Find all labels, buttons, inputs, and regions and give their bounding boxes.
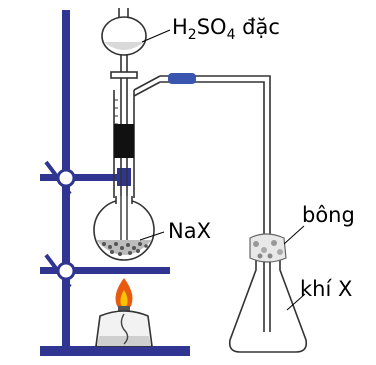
conical-flask: [228, 250, 308, 353]
funnel-stopcock: [110, 71, 138, 79]
round-bottom-flask: [93, 196, 155, 261]
gas-label: khí X: [300, 277, 352, 301]
side-arm: [133, 75, 161, 91]
rubber-stopper: [114, 124, 134, 158]
tube-connector: [168, 73, 196, 84]
retort-stand: [40, 10, 190, 356]
lower-ring-arm: [40, 267, 170, 274]
cotton-label: bông: [302, 203, 355, 227]
upper-clamp-arm: [40, 174, 125, 181]
salt-label: NaX: [168, 219, 211, 243]
burner-wick-holder: [118, 306, 130, 314]
upper-clamp-jaw: [117, 168, 131, 186]
nax-powder: [102, 242, 148, 256]
leader-lines: [139, 29, 306, 311]
alcohol-burner: [95, 278, 153, 347]
cotton-plug: [249, 233, 287, 263]
stand-base: [40, 346, 190, 356]
acid-label: H2SO4 đặc: [172, 15, 280, 43]
burner-wick: [120, 313, 129, 345]
lower-ring-boss: [56, 261, 76, 281]
upper-clamp-boss: [56, 168, 76, 188]
